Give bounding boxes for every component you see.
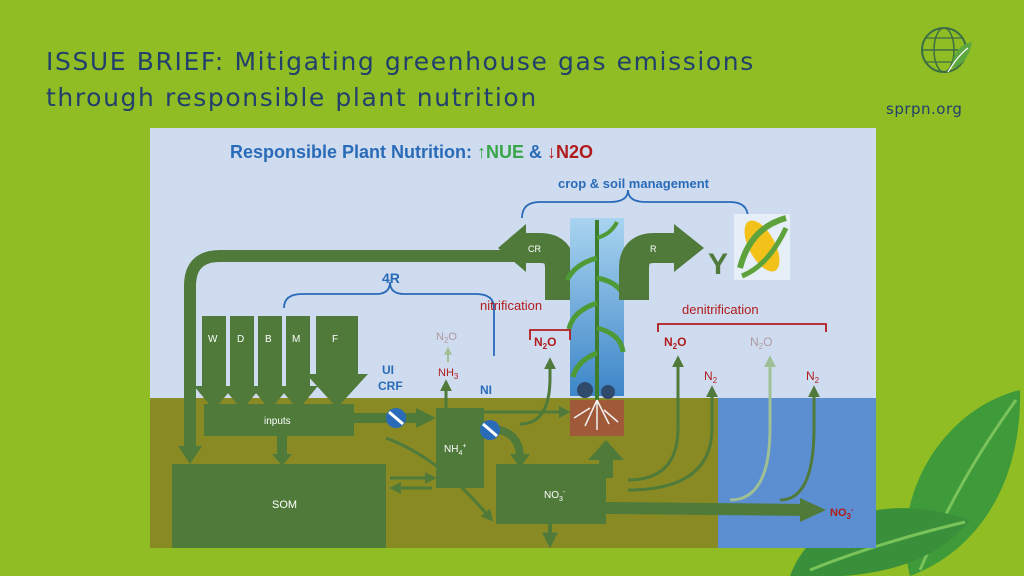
no3-out-label: NO3-: [830, 505, 854, 521]
page-title: ISSUE BRIEF: Mitigating greenhouse gas e…: [46, 44, 876, 116]
n2o-faded-label-2: N2O: [750, 335, 772, 351]
denit-arrow-3: [729, 355, 776, 502]
w-label: W: [208, 334, 218, 345]
som-to-no3-arrow: [385, 436, 494, 522]
n2o-nitrification-label: N2O: [534, 335, 556, 351]
roots-icon: [573, 399, 619, 430]
r-arrow: [619, 233, 678, 300]
four-r-label: 4R: [382, 270, 400, 286]
no3-leaching-arrow: [605, 502, 811, 516]
inputs-label: inputs: [264, 416, 291, 427]
nitrification-label: nitrification: [480, 298, 542, 313]
nitrification-brace: [529, 329, 571, 340]
water-region: [718, 398, 876, 548]
corn-cob-icon: [734, 214, 790, 280]
denit-arrow-1: [627, 355, 684, 482]
n2o-denitrification-label: N2O: [664, 335, 686, 351]
ui-label: UI: [382, 363, 394, 377]
globe-logo-icon: [921, 27, 972, 73]
denit-arrow-2: [627, 385, 718, 492]
diagram-heading: Responsible Plant Nutrition: ↑NUE & ↓N2O: [230, 142, 593, 162]
ni-label: NI: [480, 383, 492, 397]
cr-label: CR: [528, 244, 541, 254]
denitrification-label: denitrification: [682, 302, 759, 317]
denitrification-brace: [657, 323, 827, 332]
website-label[interactable]: sprpn.org: [886, 100, 963, 118]
r-label: R: [650, 244, 657, 254]
nh4-box: [436, 408, 484, 488]
denit-arrow-4: [779, 385, 820, 502]
f-label: F: [332, 334, 338, 345]
no3-label: NO3-: [544, 489, 566, 503]
four-r-brace: [283, 281, 495, 356]
inputs-box: [204, 404, 354, 436]
input-arrows: [194, 316, 368, 410]
residue-return-arrow: [184, 250, 550, 450]
title-line-2: through responsible plant nutrition: [46, 83, 538, 112]
no3-box: [496, 464, 606, 524]
b-label: B: [265, 334, 272, 345]
nitrification-arrow: [519, 357, 556, 426]
nitrogen-cycle-diagram: Responsible Plant Nutrition: ↑NUE & ↓N2O…: [150, 128, 876, 548]
ui-inhibitor-icon: [386, 408, 406, 428]
crf-label: CRF: [378, 379, 403, 393]
d-label: D: [237, 334, 244, 345]
som-box: [172, 464, 386, 548]
cr-arrow: [522, 233, 575, 300]
title-line-1: ISSUE BRIEF: Mitigating greenhouse gas e…: [46, 47, 755, 76]
n2o-faded-label-1: N2O: [436, 331, 457, 345]
ni-inhibitor-icon: [480, 420, 500, 440]
crop-soil-label: crop & soil management: [558, 176, 710, 191]
m-label: M: [292, 334, 300, 345]
crop-soil-brace: [521, 189, 749, 219]
yield-label: Y: [708, 248, 728, 281]
nh3-label: NH3: [438, 367, 459, 381]
som-label: SOM: [272, 499, 297, 511]
